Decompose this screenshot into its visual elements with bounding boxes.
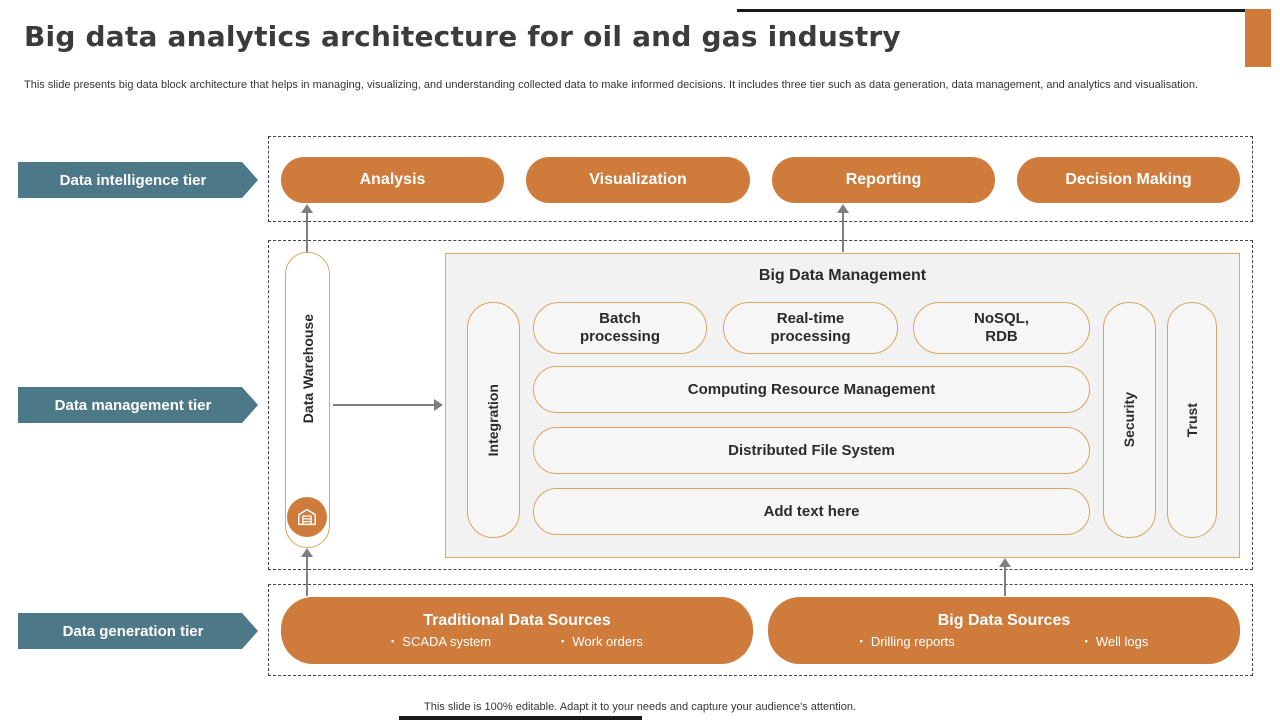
- node-analysis: Analysis: [281, 157, 504, 203]
- node-nosql-rdb: NoSQL, RDB: [913, 302, 1090, 354]
- bullet-label: Drilling reports: [870, 634, 955, 649]
- node-trust: Trust: [1167, 302, 1217, 538]
- tier-label-text: Data generation tier: [62, 622, 204, 640]
- connector-warehouse-to-bdm: [333, 404, 434, 406]
- bottom-accent-line: [399, 716, 642, 720]
- intelligence-tier-container: [268, 136, 1253, 222]
- node-label: Integration: [485, 383, 502, 457]
- node-label: Real-time processing: [770, 310, 851, 345]
- connector-traditional-to-warehouse: [306, 557, 308, 596]
- node-label: Analysis: [359, 171, 426, 188]
- warehouse-icon-badge: [287, 497, 327, 537]
- node-label: Visualization: [589, 171, 687, 188]
- node-label: Distributed File System: [728, 441, 895, 459]
- source-title: Big Data Sources: [937, 612, 1071, 629]
- node-label: Data Warehouse: [299, 314, 316, 424]
- square-bullet-icon: ▪: [391, 636, 395, 646]
- node-label: Reporting: [845, 171, 922, 188]
- source-title: Traditional Data Sources: [423, 612, 611, 629]
- node-add-text-here: Add text here: [533, 488, 1090, 535]
- connector-bigdata-to-bdm: [1004, 567, 1006, 596]
- tier-label-generation: Data generation tier: [18, 613, 258, 649]
- node-label: Trust: [1183, 402, 1200, 438]
- top-accent-line: [737, 9, 1245, 12]
- tier-label-text: Data management tier: [54, 396, 212, 414]
- node-computing-resource-management: Computing Resource Management: [533, 366, 1090, 413]
- node-label: Security: [1121, 392, 1138, 448]
- bullet-label: SCADA system: [402, 634, 492, 649]
- node-label: NoSQL, RDB: [974, 310, 1029, 345]
- arrowhead-up-icon: [999, 558, 1011, 567]
- arrowhead-right-icon: [434, 399, 443, 411]
- slide-subtitle: This slide presents big data block archi…: [24, 79, 1199, 91]
- node-security: Security: [1103, 302, 1156, 538]
- square-bullet-icon: ▪: [1084, 636, 1088, 646]
- node-distributed-file-system: Distributed File System: [533, 427, 1090, 474]
- node-label: Batch processing: [579, 310, 661, 345]
- arrowhead-up-icon: [837, 204, 849, 213]
- square-bullet-icon: ▪: [561, 636, 565, 646]
- node-big-data-sources: Big Data Sources ▪ Drilling reports ▪ We…: [768, 597, 1240, 664]
- node-traditional-data-sources: Traditional Data Sources ▪ SCADA system …: [281, 597, 753, 664]
- warehouse-icon: [298, 508, 316, 526]
- tier-label-management: Data management tier: [18, 387, 258, 423]
- arrowhead-up-icon: [301, 204, 313, 213]
- connector-bdm-to-reporting: [842, 213, 844, 252]
- generation-tier-container: [268, 584, 1253, 676]
- big-data-management-title: Big Data Management: [758, 267, 927, 284]
- bullet-item: ▪ Work orders: [561, 634, 643, 649]
- node-batch-processing: Batch processing: [533, 302, 707, 354]
- bullet-item: ▪ Drilling reports: [860, 634, 955, 649]
- arrowhead-up-icon: [301, 548, 313, 557]
- tier-label-text: Data intelligence tier: [59, 171, 207, 189]
- source-bullets: ▪ SCADA system ▪ Work orders: [391, 634, 643, 649]
- management-tier-container: [268, 240, 1253, 570]
- connector-warehouse-to-analysis: [306, 213, 308, 252]
- slide-title: Big data analytics architecture for oil …: [24, 20, 901, 53]
- node-decision-making: Decision Making: [1017, 157, 1240, 203]
- node-label: Decision Making: [1065, 171, 1192, 188]
- node-label: Computing Resource Management: [687, 380, 936, 398]
- slide-footer-note: This slide is 100% editable. Adapt it to…: [424, 701, 856, 713]
- bullet-item: ▪ Well logs: [1085, 634, 1149, 649]
- bullet-label: Well logs: [1095, 634, 1149, 649]
- node-reporting: Reporting: [772, 157, 995, 203]
- corner-accent-bar: [1245, 9, 1271, 67]
- square-bullet-icon: ▪: [859, 636, 863, 646]
- node-visualization: Visualization: [526, 157, 750, 203]
- tier-label-intelligence: Data intelligence tier: [18, 162, 258, 198]
- node-realtime-processing: Real-time processing: [723, 302, 898, 354]
- bullet-item: ▪ SCADA system: [391, 634, 491, 649]
- node-integration: Integration: [467, 302, 520, 538]
- source-bullets: ▪ Drilling reports ▪ Well logs: [860, 634, 1149, 649]
- node-label: Add text here: [763, 502, 860, 520]
- bullet-label: Work orders: [572, 634, 643, 649]
